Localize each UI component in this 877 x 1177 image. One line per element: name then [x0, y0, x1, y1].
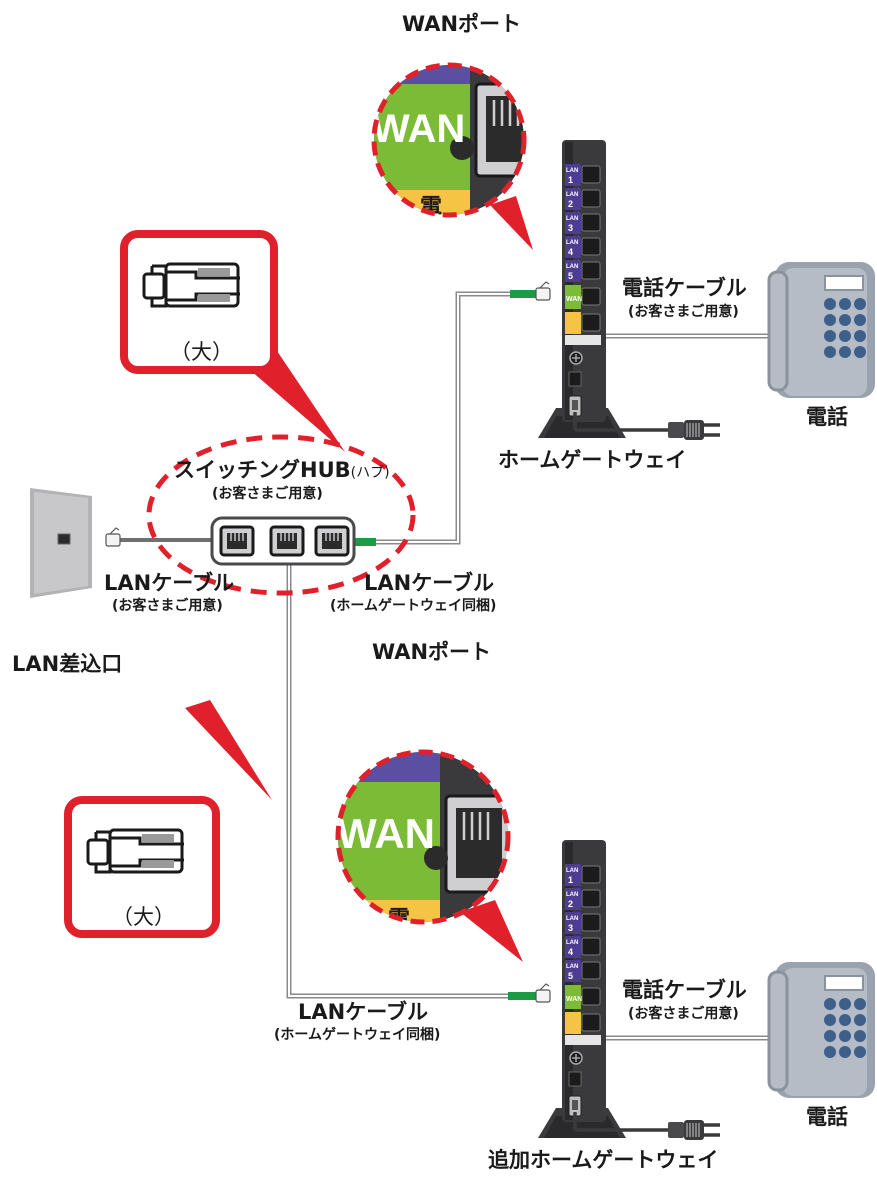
connector-callout-top [120, 230, 345, 452]
zoom-wan-label: WAN [372, 107, 465, 151]
phone-cable-top-note: (お客さまご用意) [628, 304, 739, 320]
lan-cable-bottom-title: LANケーブル [298, 1000, 428, 1024]
lan-cable-bottom-note: (ホームゲートウェイ同梱) [274, 1027, 441, 1043]
wan-port-label-top: WANポート [402, 12, 522, 36]
connector-size-label-top: （大） [170, 340, 233, 364]
zoom-tel-char: 電 [420, 195, 442, 220]
lan-outlet-label: LAN差込口 [12, 652, 123, 676]
switching-hub [146, 434, 416, 596]
lan-cable-left-title: LANケーブル [104, 571, 234, 595]
hub-title: スイッチングHUB [174, 458, 351, 482]
phone-cable-top-title: 電話ケーブル [622, 276, 747, 300]
hub-label: スイッチングHUB(ハブ) [174, 458, 390, 482]
lan-cable-right-title: LANケーブル [364, 571, 494, 595]
connector-callout-bottom [64, 700, 272, 938]
home-gateway-top [538, 139, 722, 442]
lan-cable-left-note: (お客さまご用意) [112, 598, 223, 614]
phone-label-bottom: 電話 [806, 1105, 848, 1129]
phone-label-top: 電話 [806, 405, 848, 429]
telephone-bottom [767, 960, 877, 1100]
connector-size-label-bottom: （大） [112, 905, 175, 929]
hub-title-suffix: (ハブ) [350, 465, 390, 481]
lan-wall-outlet [30, 488, 92, 598]
phone-cable-bottom-note: (お客さまご用意) [628, 1006, 739, 1022]
wan-zoom-bottom: WAN 電 [335, 749, 523, 962]
wan-port-label-middle: WANポート [372, 640, 492, 664]
zoom-wan-label-bottom: WAN [337, 810, 435, 857]
home-gateway-bottom [538, 839, 722, 1142]
phone-cable-bottom-title: 電話ケーブル [622, 978, 747, 1002]
gateway-label-top: ホームゲートウェイ [498, 448, 687, 472]
telephone-top [767, 260, 877, 400]
hub-note: (お客さまご用意) [212, 486, 323, 502]
gateway-label-bottom: 追加ホームゲートウェイ [488, 1148, 719, 1172]
wan-zoom-top: WAN 電 [371, 62, 533, 250]
lan-cable-right-note: (ホームゲートウェイ同梱) [330, 598, 497, 614]
